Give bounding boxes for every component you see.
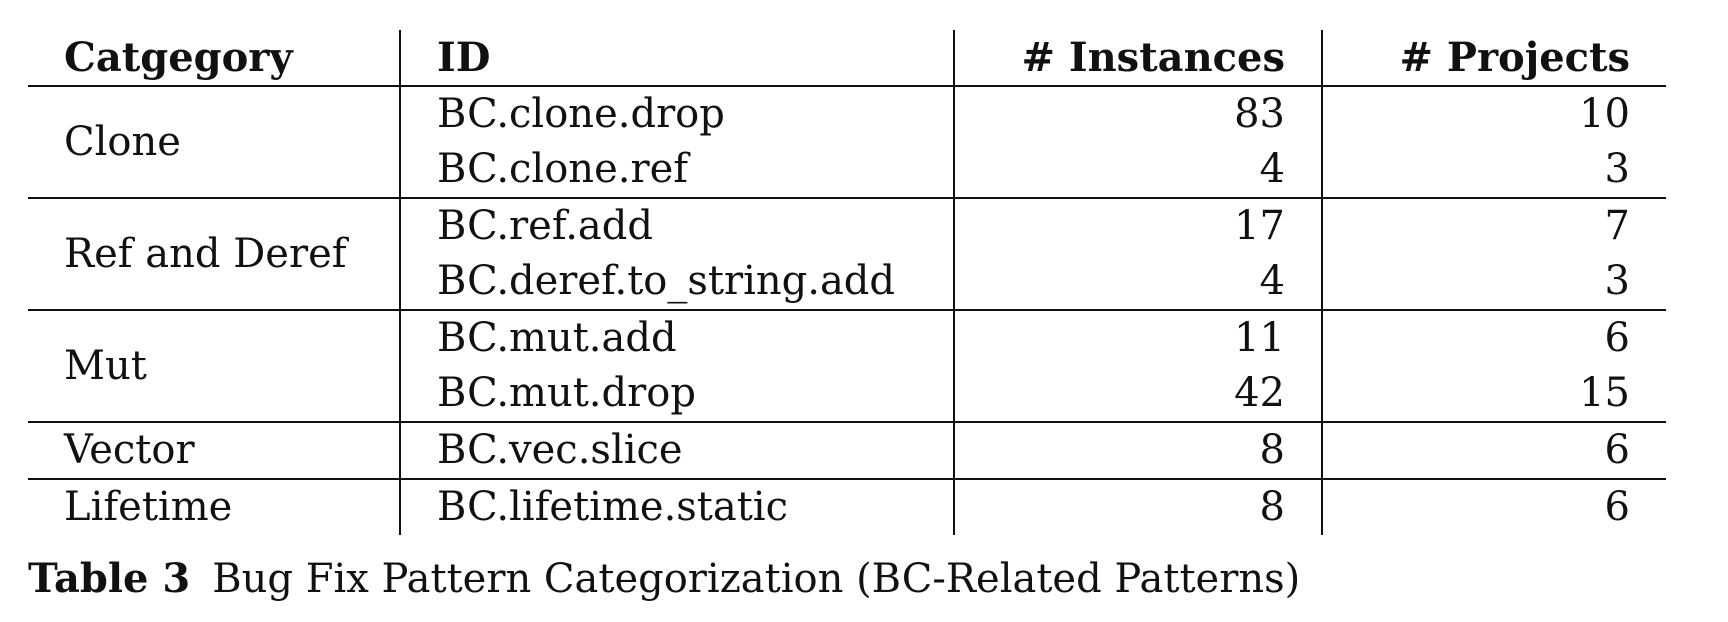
pattern-id-cell: BC.lifetime.static (400, 478, 955, 535)
header-id: ID (400, 30, 955, 87)
table-caption: Table 3 Bug Fix Pattern Categorization (B… (28, 555, 1300, 602)
instances-cell: 4 (954, 254, 1323, 310)
projects-cell: 6 (1322, 478, 1666, 535)
projects-cell: 6 (1322, 421, 1666, 479)
category-cell: Clone (28, 86, 401, 198)
pattern-id-cell: BC.mut.drop (400, 366, 955, 422)
bug-fix-pattern-table: Catgegory ID # Instances # Projects Clon… (28, 30, 1666, 535)
caption-text: Bug Fix Pattern Categorization (BC-Relat… (212, 556, 1301, 602)
instances-cell: 11 (954, 309, 1323, 366)
instances-cell: 83 (954, 86, 1323, 142)
pattern-table-container: Catgegory ID # Instances # Projects Clon… (28, 30, 1666, 535)
projects-cell: 10 (1579, 91, 1630, 137)
instances-cell: 8 (954, 478, 1323, 535)
header-category: Catgegory (28, 30, 401, 87)
header-instances: # Instances (954, 30, 1323, 87)
category-cell: Ref and Deref (28, 197, 401, 310)
instances-cell: 8 (954, 421, 1323, 479)
caption-label: Table 3 (28, 555, 191, 602)
projects-cell: 7 (1322, 197, 1666, 254)
category-cell: Lifetime (28, 478, 401, 535)
pattern-id-cell: BC.ref.add (400, 197, 955, 254)
projects-cell: 3 (1604, 146, 1630, 192)
category-cell: Vector (28, 421, 401, 479)
projects-cell: 6 (1322, 309, 1666, 366)
instances-cell: 42 (954, 366, 1323, 422)
category-cell: Mut (28, 309, 401, 422)
pattern-id-cell: BC.vec.slice (400, 421, 955, 479)
instances-cell: 4 (954, 142, 1323, 198)
pattern-id-cell: BC.deref.to_string.add (400, 254, 955, 310)
pattern-id-cell: BC.clone.drop (400, 86, 955, 142)
pattern-id-cell: BC.mut.add (400, 309, 955, 366)
pattern-id-cell: BC.clone.ref (400, 142, 955, 198)
projects-cell: 3 (1604, 258, 1630, 304)
projects-cell: 15 (1579, 370, 1630, 416)
instances-cell: 17 (954, 197, 1323, 254)
header-projects: # Projects (1322, 30, 1666, 87)
table-header-row: Catgegory ID # Instances # Projects (28, 30, 1666, 87)
